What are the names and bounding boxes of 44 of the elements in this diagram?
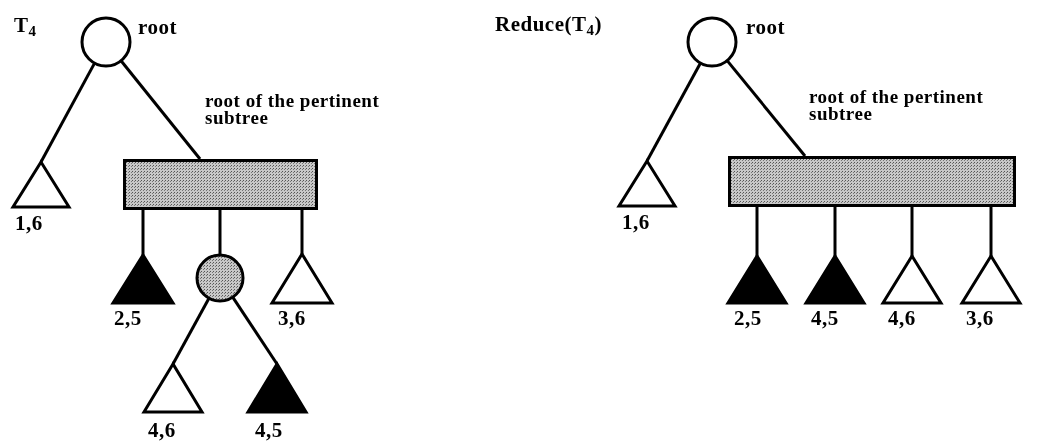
tree-node-circle [195,253,245,303]
tree-edge [833,207,837,256]
tree-edge [910,207,914,256]
subtree-triangle [881,254,943,305]
subtree-triangle [960,254,1022,305]
node-label: 3,6 [278,307,306,329]
node-label: 4,5 [811,307,839,329]
tree-edge [39,62,96,163]
subtree-triangle [111,253,175,305]
tree-node-circle [80,16,132,68]
subtree-triangle [726,254,788,305]
node-label: 3,6 [966,307,994,329]
node-label: root [138,16,177,38]
tree-edge [645,62,702,162]
node-label: 1,6 [622,211,650,233]
node-label: 1,6 [15,212,43,234]
node-label: 2,5 [734,307,762,329]
subtree-triangle [246,362,308,414]
tree-edge [989,207,993,256]
node-label: root of the pertinent subtree [809,88,985,122]
node-label: 4,5 [255,419,283,441]
node-label: root [746,16,785,38]
subtree-triangle [617,159,677,208]
subtree-triangle [11,160,71,209]
tree-title: Reduce(T$_{4}$) [495,13,602,40]
subtree-triangle [270,252,334,305]
tree-title: T$_{4}$ [14,14,37,41]
node-label: 4,6 [148,419,176,441]
pertinent-root-rectangle [728,156,1016,207]
subtree-triangle [142,362,204,414]
tree-edge [218,210,222,255]
node-label: 4,6 [888,307,916,329]
tree-edge [119,59,202,160]
tree-edge [231,296,279,365]
node-label: root of the pertinent subtree [205,92,381,126]
tree-edge [141,210,145,255]
node-label: 2,5 [114,307,142,329]
tree-node-circle [686,16,738,68]
tree-edge [300,210,304,254]
pertinent-root-rectangle [123,159,318,210]
tree-edge [726,59,807,157]
tree-edge [171,297,211,365]
tree-edge [755,207,759,256]
subtree-triangle [804,254,866,305]
